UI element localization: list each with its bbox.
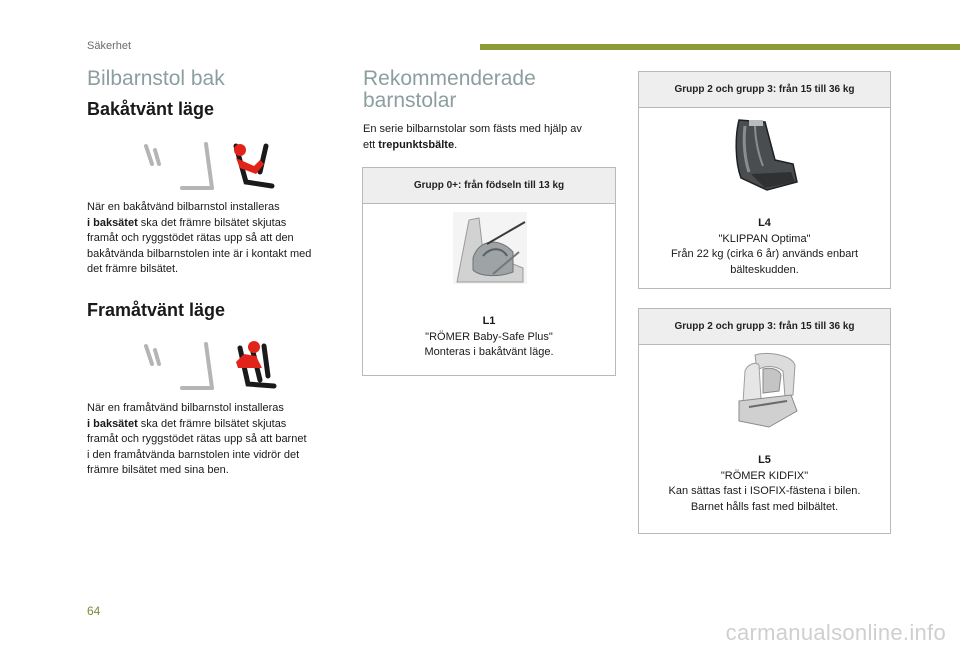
card-group-header: Grupp 2 och grupp 3: från 15 till 36 kg: [639, 72, 890, 108]
forward-facing-seat-icon: [144, 341, 277, 390]
rear-facing-heading: Bakåtvänt läge: [87, 99, 215, 119]
card-caption: L4 "KLIPPAN Optima" Från 22 kg (cirka 6 …: [670, 217, 859, 276]
card-caption: L5 "RÖMER KIDFIX" Kan sättas fast i ISOF…: [668, 454, 861, 513]
card-group-header: Grupp 2 och grupp 3: från 15 till 36 kg: [639, 309, 890, 345]
watermark: carmanualsonline.info: [725, 620, 946, 645]
page-number: 64: [87, 604, 101, 618]
accent-bar: [480, 44, 960, 50]
seat-card-l4: Grupp 2 och grupp 3: från 15 till 36 kg …: [638, 71, 891, 289]
section-title-left: Bilbarnstol bak: [87, 67, 225, 90]
intro-text: En serie bilbarnstolar som fästs med hjä…: [363, 123, 582, 151]
seat-card-l5: Grupp 2 och grupp 3: från 15 till 36 kg …: [638, 308, 891, 534]
rear-facing-text: När en bakåtvänd bilbarnstol installeras…: [87, 201, 312, 275]
card-caption: L1 "RÖMER Baby-Safe Plus" Monteras i bak…: [424, 315, 554, 358]
forward-facing-text: När en framåtvänd bilbarnstol installera…: [87, 402, 307, 476]
section-title-middle: Rekommenderade barnstolar: [363, 67, 536, 112]
baby-seat-image: [453, 212, 527, 284]
forward-facing-heading: Framåtvänt läge: [87, 300, 226, 320]
section-label: Säkerhet: [87, 40, 132, 52]
card-group-header: Grupp 0+: från födseln till 13 kg: [363, 168, 615, 204]
booster-seat-image: [735, 119, 798, 191]
rear-facing-seat-icon: [144, 142, 275, 190]
seat-card-l1: Grupp 0+: från födseln till 13 kg L1 "RÖ…: [362, 167, 616, 376]
kidfix-seat-image: [738, 352, 798, 428]
